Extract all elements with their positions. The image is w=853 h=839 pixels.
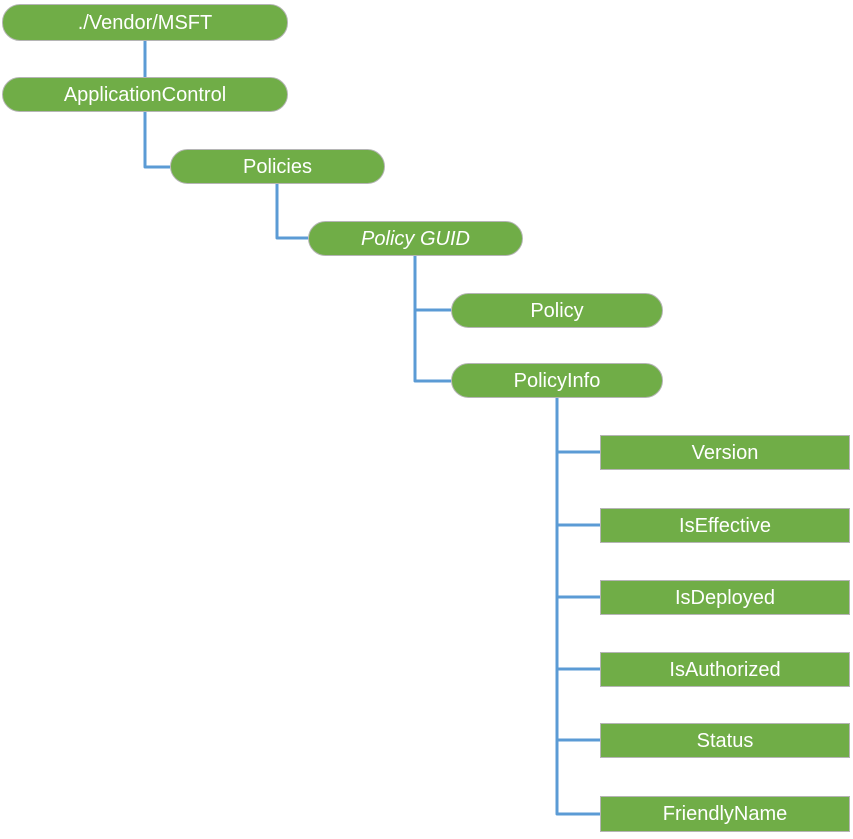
tree-node-applicationcontrol: ApplicationControl [2, 77, 288, 112]
connector-line [555, 398, 600, 816]
tree-node-policy: Policy [451, 293, 663, 328]
tree-node-isdeployed: IsDeployed [600, 580, 850, 615]
connector-line [413, 256, 451, 383]
tree-node-status: Status [600, 723, 850, 758]
tree-node-policy-guid: Policy GUID [308, 221, 523, 256]
tree-node-policies: Policies [170, 149, 385, 184]
connector-line [275, 184, 308, 240]
tree-node-friendlyname: FriendlyName [600, 796, 850, 832]
tree-node-vendor-msft: ./Vendor/MSFT [2, 4, 288, 41]
tree-node-policyinfo: PolicyInfo [451, 363, 663, 398]
tree-node-iseffective: IsEffective [600, 508, 850, 543]
tree-node-isauthorized: IsAuthorized [600, 652, 850, 687]
connector-line [143, 112, 170, 169]
tree-node-version: Version [600, 435, 850, 470]
